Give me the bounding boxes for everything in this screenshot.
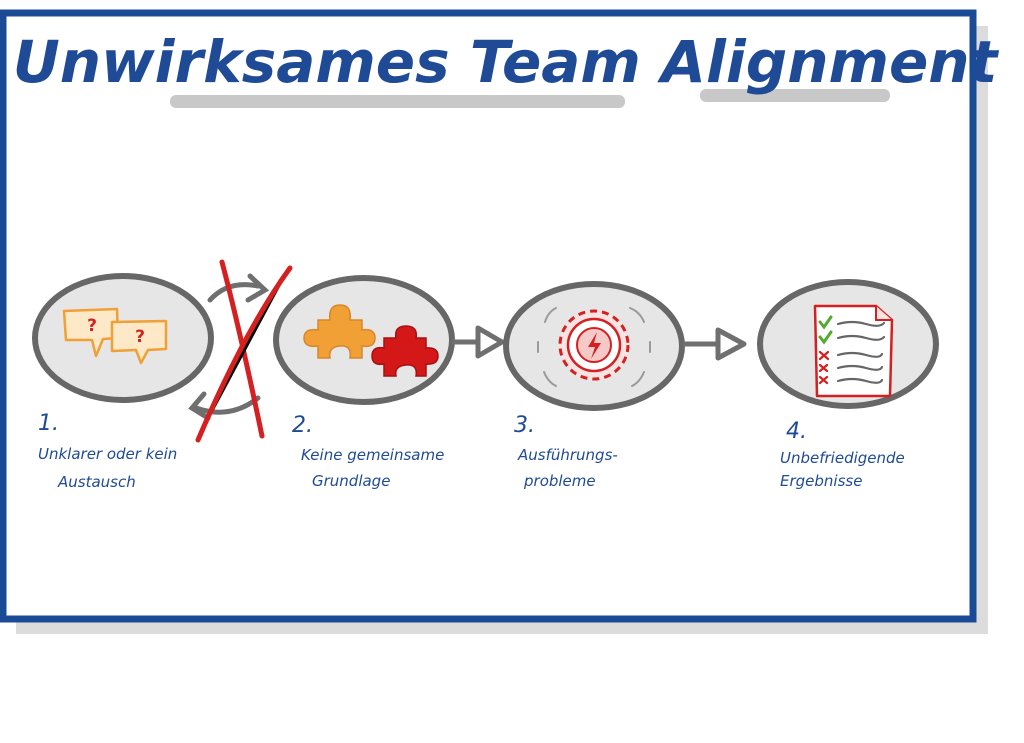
step-3-label-line2: probleme (523, 472, 596, 490)
title-highlight-bar (700, 89, 890, 102)
surrounding-arrows-icon (537, 307, 651, 387)
bubble-question-mark: ? (135, 327, 145, 347)
step-2-number: 2. (292, 413, 313, 438)
title-highlight-bar (170, 95, 625, 108)
gear-lightning-icon (558, 309, 630, 381)
bubble-question-mark: ? (87, 316, 97, 336)
diagram-title: Unwirksames Team Alignment (13, 28, 1000, 96)
puzzle-pieces-icon (303, 304, 439, 377)
step-3 (503, 281, 685, 411)
flow-arrow (452, 325, 505, 359)
step-1-number: 1. (38, 411, 59, 436)
step-1-label-line1: Unklarer oder kein (38, 445, 177, 463)
step-3-number: 3. (514, 413, 535, 438)
step-4-number: 4. (786, 419, 807, 444)
red-x-icon (195, 259, 293, 443)
question-speech-bubbles-icon: ? ? (62, 307, 168, 365)
checklist-document-icon (813, 304, 894, 398)
flow-arrow (683, 327, 747, 361)
step-4 (757, 279, 939, 409)
step-4-label-line2: Ergebnisse (780, 472, 862, 490)
step-2 (273, 275, 455, 405)
step-1: ? ? (32, 273, 214, 403)
step-2-label-line2: Grundlage (312, 472, 390, 490)
step-3-label-line1: Ausführungs- (517, 446, 618, 464)
step-1-label-line2: Austausch (57, 473, 136, 491)
step-4-label-line1: Unbefriedigende (780, 449, 905, 467)
step-2-label-line1: Keine gemeinsame (301, 446, 444, 464)
